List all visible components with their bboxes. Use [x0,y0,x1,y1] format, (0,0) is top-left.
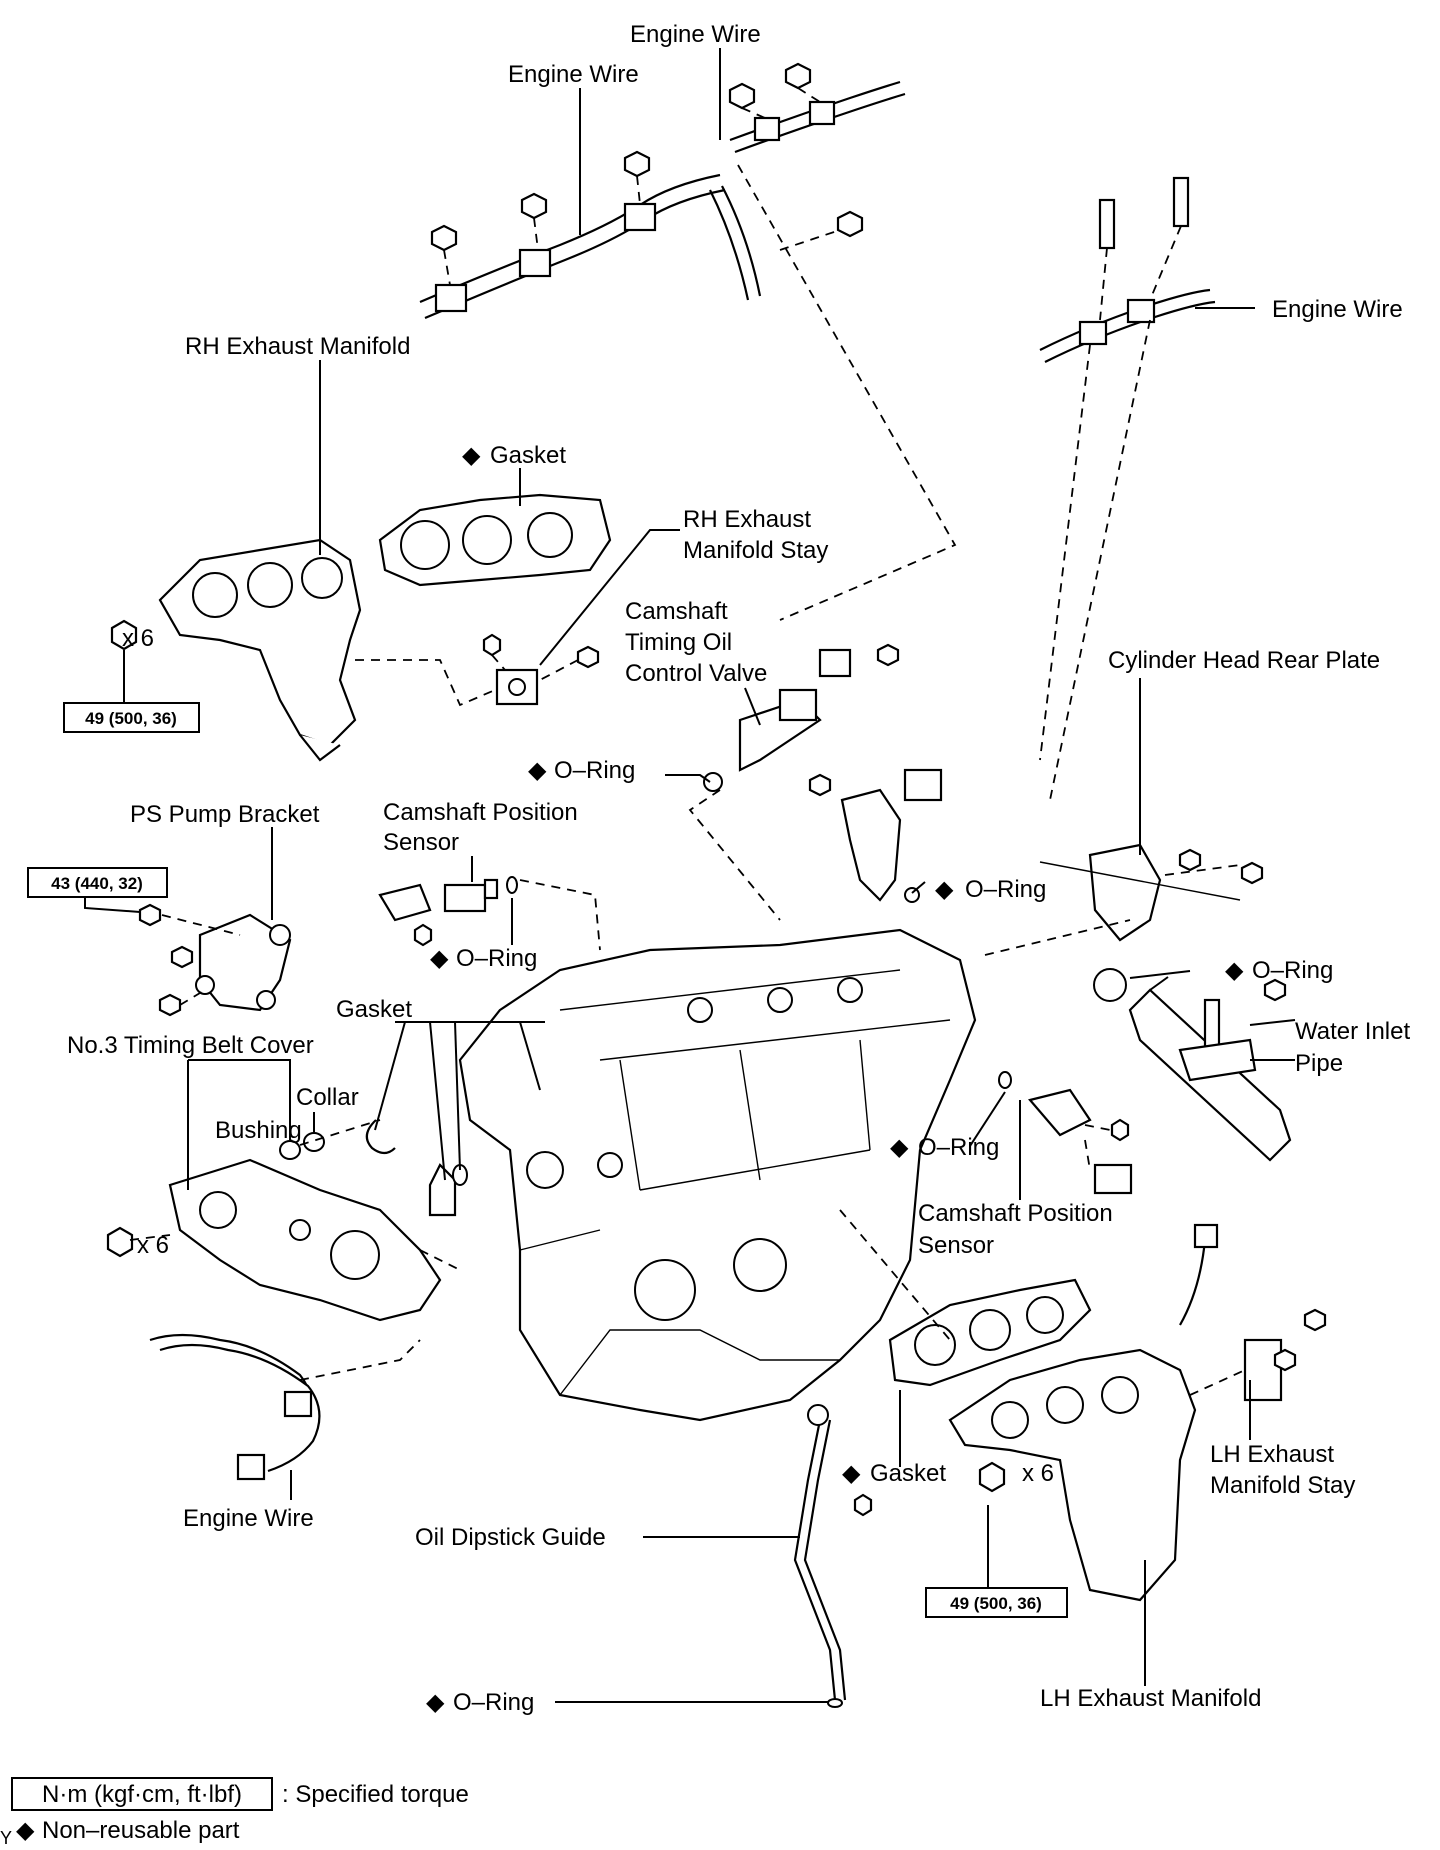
legend: N·m (kgf·cm, ft·lbf) : Specified torque … [0,1777,469,1848]
label-oring-left-sensor: O–Ring [456,945,537,972]
label-oring-valve: O–Ring [554,757,635,784]
left-camshaft-position-sensor [378,876,601,951]
nonreusable-mark-oring-valve: ◆ [528,757,547,784]
legend-torque-desc: : Specified torque [282,1781,469,1808]
nonreusable-mark-gasket-lh: ◆ [842,1460,861,1487]
rh-exhaust-manifold [158,538,496,762]
label-qty-lh-nuts: x 6 [1022,1460,1054,1487]
bushing-icon [279,1140,301,1160]
leader-lines [84,48,1296,1703]
lh-manifold-nut-icon [978,1461,1006,1493]
dash-harness-to-valve [737,164,957,621]
torque-rh-manifold: 49 (500, 36) [85,709,177,728]
label-qty-cover-bolts: x 6 [137,1232,169,1259]
label-gasket-top-center: Gasket [336,996,412,1023]
lh-gasket [888,1278,1092,1387]
front-gaskets [365,1119,468,1217]
label-oring-right-sensor: O–Ring [918,1134,999,1161]
label-cam-sensor-right-line1: Camshaft Position [918,1200,1113,1227]
label-gasket-rh: Gasket [490,442,566,469]
rh-gasket [378,493,612,587]
label-cam-valve-line2: Timing Oil [625,629,732,656]
label-engine-wire-top: Engine Wire [630,21,761,48]
torque-box-rh-manifold [63,702,200,733]
camshaft-timing-oil-control-valve-2 [808,768,943,903]
torque-box-lh-manifold [925,1587,1068,1618]
label-rh-exhaust-manifold: RH Exhaust Manifold [185,333,410,360]
nonreusable-mark-oring-right-valve: ◆ [935,876,954,903]
label-oil-dipstick-guide: Oil Dipstick Guide [415,1524,606,1551]
ps-pump-bracket [138,903,292,1017]
rh-exhaust-manifold-stay [482,633,600,706]
lh-exhaust-manifold-stay [1189,1308,1327,1402]
label-rh-stay-line2: Manifold Stay [683,537,828,564]
label-cam-sensor-left-line2: Sensor [383,829,459,856]
torque-lh-manifold: 49 (500, 36) [950,1594,1042,1613]
label-cam-valve-line1: Camshaft [625,598,728,625]
label-lh-stay-line1: LH Exhaust [1210,1441,1334,1468]
label-bushing: Bushing [215,1117,302,1144]
nonreusable-mark-gasket-rh: ◆ [462,442,481,469]
label-cam-sensor-left-line1: Camshaft Position [383,799,578,826]
label-collar: Collar [296,1084,359,1111]
label-oring-water-pipe: O–Ring [1252,957,1333,984]
engine-wire-bottom-harness [149,1333,421,1481]
label-water-inlet-line2: Pipe [1295,1050,1343,1077]
collar-icon [303,1132,325,1152]
dash-bushing [299,1119,381,1146]
legend-nonreusable: Non–reusable part [42,1817,240,1844]
label-qty-rh-nuts: x 6 [122,625,154,652]
legend-torque-box [11,1777,273,1811]
label-cam-sensor-right-line2: Sensor [918,1232,994,1259]
label-water-inlet-line1: Water Inlet [1295,1018,1410,1045]
engine-block [458,928,977,1422]
oil-dipstick-guide [793,1404,873,1708]
nonreusable-mark-oring-left-sensor: ◆ [430,945,449,972]
torque-box-ps-bracket [27,867,168,898]
label-engine-wire-bottom: Engine Wire [183,1505,314,1532]
label-lh-stay-line2: Manifold Stay [1210,1472,1355,1499]
engine-wire-top-harness [419,62,906,320]
nonreusable-mark-oring-right-sensor: ◆ [890,1134,909,1161]
label-gasket-lh: Gasket [870,1460,946,1487]
legend-corner-mark: Y [0,1828,12,1848]
label-lh-exhaust-manifold: LH Exhaust Manifold [1040,1685,1261,1712]
label-ps-pump-bracket: PS Pump Bracket [130,801,320,828]
engine-wire-right-harness [1039,176,1216,801]
dash-block-to-lh [839,1209,951,1341]
label-no3-timing-belt-cover: No.3 Timing Belt Cover [67,1032,314,1059]
label-oring-dipstick: O–Ring [453,1689,534,1716]
nonreusable-mark-oring-dipstick: ◆ [426,1689,445,1716]
camshaft-timing-oil-control-valve [688,643,900,921]
label-cylinder-head-rear-plate: Cylinder Head Rear Plate [1108,647,1380,674]
nonreusable-mark-oring-water: ◆ [1225,957,1244,984]
part-labels: Engine Wire Engine Wire Engine Wire RH E… [67,21,1410,1716]
label-oring-right-valve: O–Ring [965,876,1046,903]
label-cam-valve-line3: Control Valve [625,660,767,687]
right-camshaft-position-sensor [998,1071,1133,1195]
legend-torque-key: N·m (kgf·cm, ft·lbf) [42,1781,242,1808]
label-engine-wire-right: Engine Wire [1272,296,1403,323]
cylinder-head-rear-plate [984,843,1264,956]
no3-timing-belt-cover [106,1158,461,1322]
rh-manifold-nut-icon [110,619,138,651]
label-engine-wire-top2: Engine Wire [508,61,639,88]
lh-exhaust-manifold [948,1223,1219,1602]
torque-ps-bracket: 43 (440, 32) [51,874,143,893]
legend-nonreusable-mark: ◆ [16,1817,35,1844]
label-rh-stay-line1: RH Exhaust [683,506,811,533]
